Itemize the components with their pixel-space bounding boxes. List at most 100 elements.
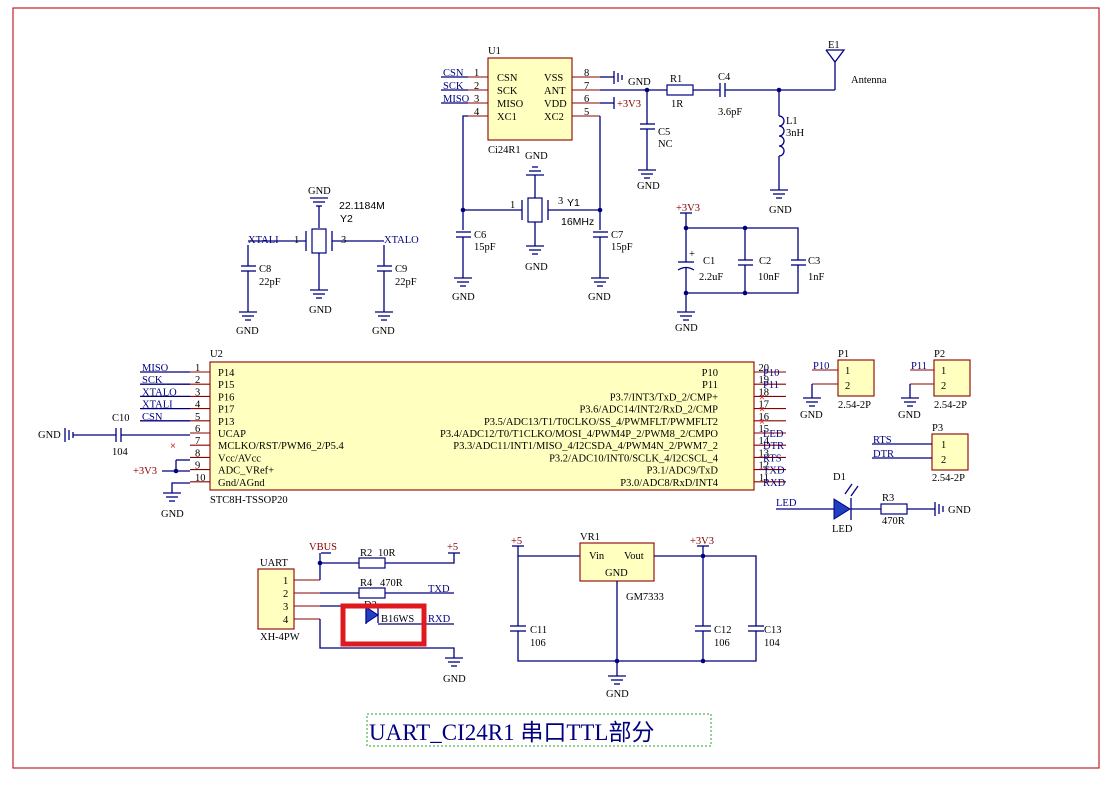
uart-section: UART XH-4PW 1 2 3 4 VBUS R2 10R +5 R4 47… [257,542,466,685]
c12-value: 106 [714,638,730,649]
u2-pin-name-2: P15 [218,380,234,391]
c7-ref: C7 [611,230,623,241]
y1-crystal: 1 3 Y1 16MHz GND GND C6 15pF GND C7 15pF… [452,151,633,303]
c3-value: 1nF [808,272,825,283]
u2-net-rts: RTS [763,453,782,464]
nc-mark-pin16: × [759,417,765,428]
y1-gnd-top: GND [525,151,548,162]
p3-part: 2.54-2P [932,473,965,484]
c13-ref: C13 [764,625,782,636]
u2-pin-name-13: P3.2/ADC10/INT0/SCLK_4/I2CSCL_4 [549,453,719,464]
u2-net-miso: MISO [142,363,169,374]
vr1-in-label: +5 [511,536,522,547]
u1-pin-xc2: XC2 [544,112,564,123]
c1-gnd: GND [675,323,698,334]
u2-pin-name-20: P10 [702,368,718,379]
u2-net-led: LED [763,429,784,440]
u2-pin-name-18: P3.7/INT3/TxD_2/CMP+ [610,392,718,403]
u2-left-power: GND C10 104 × +3V3 GND [38,413,190,520]
r2-vcc-label: +5 [447,542,458,553]
u2-pin-name-4: P17 [218,405,234,416]
u2-pin-num-11: 11 [759,473,769,484]
y1-value: 16MHz [561,216,594,228]
u1-pin-7: 7 [584,81,589,92]
y2-ref: Y2 [340,213,353,225]
uart-net-rxd: RXD [428,614,451,625]
c2-value: 10nF [758,272,780,283]
u1-pin-sck: SCK [497,86,518,97]
d1-net-led: LED [776,498,797,509]
c9-value: 22pF [395,277,417,288]
net-csn: CSN [443,68,464,79]
u2-pin-num-15: 15 [759,424,770,435]
c6-ref: C6 [474,230,486,241]
c6-gnd: GND [452,292,475,303]
nc-mark-pin7: × [170,441,176,452]
sheet-title: UART_CI24R1 串口TTL部分 [369,720,654,745]
u1-pin-6: 6 [584,94,589,105]
vr1-gnd-label: GND [606,689,629,700]
c5-value: NC [658,139,673,150]
r3-ref: R3 [882,493,894,504]
net-miso: MISO [443,94,470,105]
net-xtalo: XTALO [384,235,419,246]
c2-ref: C2 [759,256,771,267]
c8-ref: C8 [259,264,271,275]
c10-value: 104 [112,447,129,458]
r2-ref: R2 [360,548,372,559]
u2-net-rxd: RXD [763,478,786,489]
u1-part: Ci24R1 [488,145,521,156]
p1-gnd: GND [800,410,823,421]
y2-pin3: 3 [341,235,346,246]
u1-pin-vss: VSS [544,73,563,84]
p1-pin2: 2 [845,381,850,392]
u2-net-txd: TXD [763,466,785,477]
u2-pin-name-8: Vcc/AVcc [218,453,261,464]
c3-ref: C3 [808,256,820,267]
p2-net-p11: P11 [911,361,927,372]
u2-pin-num-7: 7 [195,436,200,447]
antenna-label: Antenna [851,75,887,86]
u2-pin-name-3: P16 [218,392,234,403]
y2-gnd-top: GND [308,186,331,197]
r3-value: 470R [882,516,905,527]
c12-ref: C12 [714,625,732,636]
p3-pin1: 1 [941,440,946,451]
u2-pin-name-15: P3.4/ADC12/T0/T1CLKO/MOSI_4/PWM4P_2/PWM8… [440,429,718,440]
l1-ref: L1 [786,116,798,127]
u1-pin-5: 5 [584,107,589,118]
e1-ref: E1 [828,40,840,51]
u2-pin-num-9: 9 [195,461,200,472]
u2-pin-num-18: 18 [759,387,770,398]
u2-pin-num-3: 3 [195,387,200,398]
u2-pin-name-19: P11 [702,380,718,391]
headers: P1 1 2 P10 GND 2.54-2P P2 1 2 P11 GND 2.… [800,349,971,484]
c11-ref: C11 [530,625,547,636]
u2-pin-num-5: 5 [195,412,200,423]
c8-gnd: GND [236,326,259,337]
vr1-vout: Vout [624,551,644,562]
u2-net-dtr: DTR [763,441,784,452]
y1-pin3: 3 [558,196,563,207]
p3-net-rts: RTS [873,435,892,446]
p3-pin2: 2 [941,455,946,466]
uart-pin1: 1 [283,576,288,587]
p1-ref: P1 [838,349,849,360]
c1-ref: C1 [703,256,715,267]
d1-part: LED [832,524,853,535]
uart-ref: UART [260,558,289,569]
d2-value: B16WS [381,614,414,625]
c4-ref: C4 [718,72,731,83]
u2-ref: U2 [210,349,223,360]
u1-gnd-label: GND [628,77,651,88]
r1-ref: R1 [670,74,682,85]
r1-resistor [666,84,694,96]
u1-pin-vdd: VDD [544,99,567,110]
u2-pin-name-6: UCAP [218,429,246,440]
u2-pin-name-9: ADC_VRef+ [218,466,274,477]
u2-pin-num-12: 12 [759,461,770,472]
uart-gnd: GND [443,674,466,685]
u2-pin-name-12: P3.1/ADC9/TxD [647,466,719,477]
